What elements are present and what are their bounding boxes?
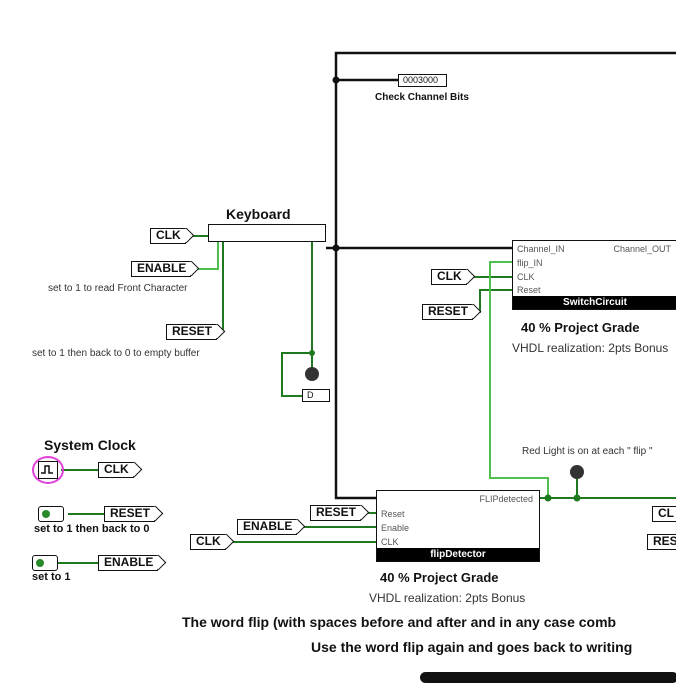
flip-detector-name: flipDetector [377,548,539,561]
reset-pin-button[interactable] [38,506,64,522]
system-reset-note: set to 1 then back to 0 [34,523,150,535]
keyboard-reset-note: set to 1 then back to 0 to empty buffer [32,348,200,359]
clock-source-icon[interactable] [38,461,58,479]
flip-pin-clk: CLK [381,537,399,547]
switch-grade: 40 % Project Grade [521,320,640,335]
keyboard-component[interactable] [208,224,326,242]
keyboard-enable-input[interactable]: ENABLE [131,261,192,277]
switch-bonus: VHDL realization: 2pts Bonus [512,341,669,355]
flip-pin-detected: FLIPdetected [479,494,533,504]
keyboard-enable-note: set to 1 to read Front Character [48,283,188,294]
switch-pin-clk: CLK [517,272,535,282]
horizontal-scrollbar[interactable] [420,672,676,683]
tty-output: D [302,389,330,402]
switch-pin-channel-out: Channel_OUT [613,244,671,254]
enable-pin-button[interactable] [32,555,58,571]
flip-enable-input[interactable]: ENABLE [237,519,298,535]
keyboard-led [305,367,319,381]
flip-clk-input[interactable]: CLK [190,534,226,550]
switch-pin-channel-in: Channel_IN [517,244,565,254]
switch-circuit-name: SwitchCircuit [513,296,676,309]
keyboard-reset-input[interactable]: RESET [166,324,218,340]
switch-clk-input[interactable]: CLK [431,269,467,285]
system-enable-output: ENABLE [98,555,159,571]
switch-circuit-component[interactable]: Channel_IN flip_IN CLK Reset Channel_OUT… [512,240,676,310]
keyboard-clk-input[interactable]: CLK [150,228,186,244]
system-clk-output: CLK [98,462,134,478]
probe-label: Check Channel Bits [375,92,469,103]
system-enable-note: set to 1 [32,571,71,583]
note-line-2: Use the word flip again and goes back to… [311,639,633,655]
switch-reset-input[interactable]: RESET [422,304,474,320]
flip-pin-enable: Enable [381,523,410,533]
clock-wave-icon [41,465,53,474]
flip-bonus: VHDL realization: 2pts Bonus [369,591,526,605]
switch-pin-flip-in: flip_IN [517,258,543,268]
switch-pin-reset: Reset [517,285,541,295]
keyboard-title: Keyboard [226,206,291,222]
channel-bits-probe: 0003000 [398,74,448,87]
system-reset-output: RESET [104,506,156,522]
probe-value: 0003000 [403,75,439,85]
system-clock-title: System Clock [44,437,136,453]
flip-reset-input[interactable]: RESET [310,505,362,521]
flip-led [570,465,584,479]
right-reset-tag: RES [647,534,676,550]
led-note: Red Light is on at each " flip " [522,446,653,457]
flip-grade: 40 % Project Grade [380,570,499,585]
right-clk-tag: CL [652,506,676,522]
clock-highlight-ring [32,456,64,484]
note-line-1: The word flip (with spaces before and af… [182,614,617,630]
flip-detector-component[interactable]: Reset Enable CLK FLIPdetected flipDetect… [376,490,540,562]
tty-label: D [307,390,314,400]
flip-pin-reset: Reset [381,509,405,519]
